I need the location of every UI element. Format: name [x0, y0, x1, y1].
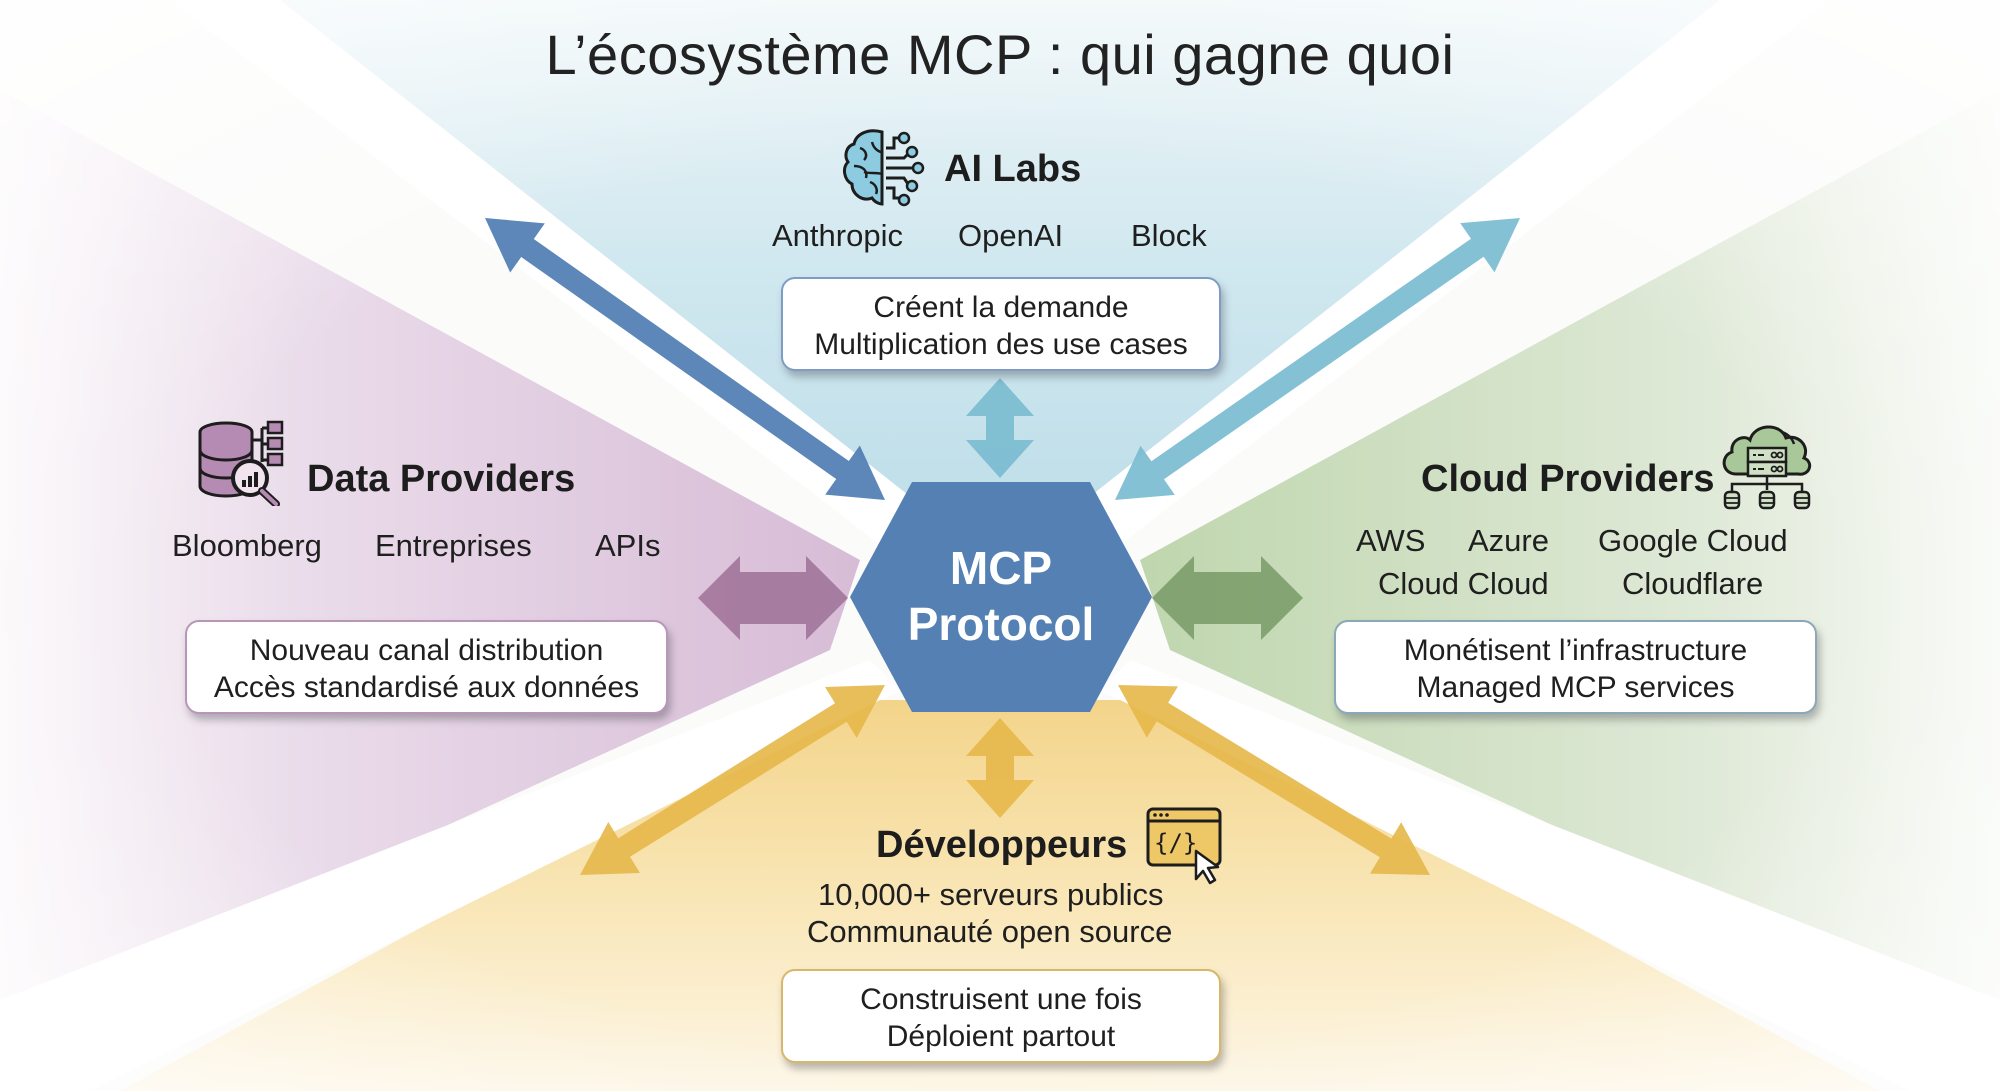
member-apis: APIs	[595, 528, 661, 563]
hub-label: MCP Protocol	[850, 540, 1152, 652]
hub-label-line2: Protocol	[907, 598, 1095, 650]
arrow-developers-right	[1118, 685, 1430, 875]
arrow-cloud-providers	[1152, 556, 1303, 640]
code-window-cursor-icon: {/}	[1146, 807, 1222, 885]
arrow-ai-labs-left	[485, 218, 885, 500]
member-cloudflare: Cloudflare	[1622, 566, 1764, 601]
page-title: L’écosystème MCP : qui gagne quoi	[545, 23, 1455, 86]
developers-benefit-line1: Construisent une fois	[860, 983, 1142, 1016]
ai-labs-title: AI Labs	[944, 148, 1082, 190]
arrow-developers-left	[580, 685, 885, 875]
arrow-ai-labs-center	[966, 378, 1034, 478]
member-bloomberg: Bloomberg	[172, 528, 322, 563]
data-providers-benefit-line2: Accès standardisé aux données	[213, 671, 640, 704]
developers-benefit-line2: Déploient partout	[886, 1020, 1116, 1053]
hub-label-line1: MCP	[949, 542, 1053, 594]
member-aws: AWS	[1356, 523, 1426, 558]
svg-text:{/}: {/}	[1154, 829, 1197, 857]
database-search-icon	[198, 420, 284, 506]
data-providers-benefit-box: Nouveau canal distribution Accès standar…	[185, 620, 668, 714]
arrow-developers-center	[966, 718, 1034, 818]
developers-stat-community: Communauté open source	[807, 914, 1173, 949]
cloud-providers-benefit-box: Monétisent l’infrastructure Managed MCP …	[1334, 620, 1817, 714]
cloud-providers-title: Cloud Providers	[1421, 458, 1715, 500]
cloud-providers-benefit-line2: Managed MCP services	[1416, 671, 1735, 704]
mcp-hub-hexagon	[850, 482, 1152, 712]
data-providers-benefit-line1: Nouveau canal distribution	[249, 634, 604, 667]
member-cloud-cloud: Cloud Cloud	[1378, 566, 1549, 601]
ai-labs-benefit-line2: Multiplication des use cases	[814, 328, 1188, 361]
member-openai: OpenAI	[958, 218, 1064, 253]
member-google-cloud: Google Cloud	[1598, 523, 1788, 558]
ai-labs-benefit-line1: Créent la demande	[873, 291, 1129, 324]
member-entreprises: Entreprises	[375, 528, 532, 563]
developers-title: Développeurs	[876, 824, 1128, 866]
developers-benefit-box: Construisent une fois Déploient partout	[781, 969, 1221, 1063]
developers-stat-servers: 10,000+ serveurs publics	[818, 877, 1164, 912]
cloud-providers-benefit-line1: Monétisent l’infrastructure	[1403, 634, 1748, 667]
member-anthropic: Anthropic	[772, 218, 903, 253]
arrow-data-providers	[698, 556, 848, 640]
member-block: Block	[1131, 218, 1207, 253]
arrow-ai-labs-right	[1115, 218, 1520, 500]
data-providers-title: Data Providers	[307, 458, 576, 500]
cloud-server-icon	[1722, 425, 1812, 510]
member-azure: Azure	[1468, 523, 1549, 558]
ai-labs-benefit-box: Créent la demande Multiplication des use…	[781, 277, 1221, 371]
brain-circuit-icon	[843, 129, 925, 207]
